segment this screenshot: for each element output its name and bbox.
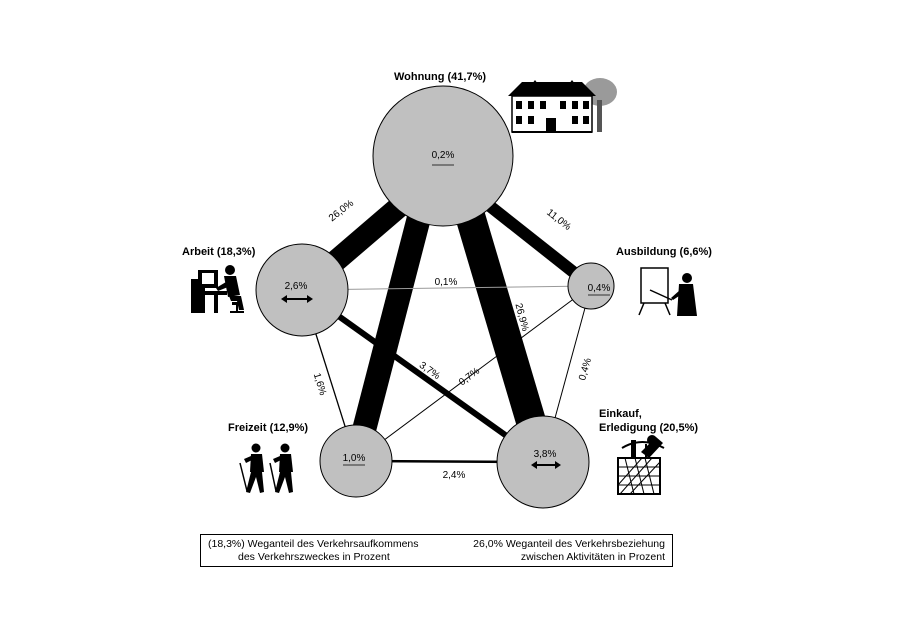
node-arbeit	[255, 243, 349, 337]
label-ausbildung: Ausbildung (6,6%)	[616, 246, 712, 258]
label-einkauf-line2: Erledigung (20,5%)	[599, 422, 698, 434]
label-einkauf-line1: Einkauf,	[599, 408, 642, 420]
inner-value-freizeit: 1,0%	[343, 453, 366, 464]
teacher-icon	[638, 267, 697, 316]
hikers-icon	[239, 443, 293, 493]
inner-value-wohnung: 0,2%	[432, 150, 455, 161]
double-arrow-icon	[531, 461, 561, 469]
edge-label-ausbildung-einkauf: 0,4%	[577, 357, 594, 382]
legend-edge-share: 26,0% Weganteil des Verkehrsbeziehung zw…	[473, 538, 665, 564]
edge-label-wohnung-ausbildung: 11,0%	[544, 207, 573, 233]
edge-label-arbeit-ausbildung: 0,1%	[435, 277, 458, 288]
node-wohnung	[372, 85, 514, 227]
node-einkauf	[496, 415, 590, 509]
edge-arbeit-ausbildung	[301, 285, 592, 291]
double-arrow-icon	[281, 295, 313, 303]
house-icon	[508, 78, 617, 133]
legend-node-share: (18,3%) Weganteil des Verkehrsaufkommens…	[208, 538, 419, 564]
inner-value-ausbildung: 0,4%	[588, 283, 611, 294]
label-freizeit: Freizeit (12,9%)	[228, 422, 308, 434]
inner-value-arbeit: 2,6%	[285, 281, 308, 292]
edge-wohnung-freizeit	[344, 171, 442, 465]
inner-values: 0,2% 2,6% 0,4% 1,0% 3,8%	[285, 150, 611, 466]
node-labels: Wohnung (41,7%) Arbeit (18,3%) Ausbildun…	[182, 71, 712, 434]
label-wohnung: Wohnung (41,7%)	[394, 71, 486, 83]
edge-label-freizeit-einkauf: 2,4%	[443, 470, 466, 481]
legend-left-line2: des Verkehrszweckes in Prozent	[238, 551, 390, 563]
office-worker-icon	[191, 265, 244, 313]
node-freizeit	[319, 424, 393, 498]
edge-label-arbeit-freizeit: 1,6%	[311, 372, 328, 397]
node-ausbildung	[567, 262, 615, 310]
edge-label-wohnung-arbeit: 26,0%	[327, 198, 356, 224]
legend-box: (18,3%) Weganteil des Verkehrsaufkommens…	[200, 534, 673, 567]
inner-value-einkauf: 3,8%	[534, 449, 557, 460]
legend-right-line1: 26,0% Weganteil des Verkehrsbeziehung	[473, 538, 665, 550]
legend-right-line2: zwischen Aktivitäten in Prozent	[520, 551, 665, 563]
edge-wohnung-einkauf	[443, 170, 558, 467]
label-arbeit: Arbeit (18,3%)	[182, 246, 256, 258]
nodes-layer	[255, 85, 615, 509]
edge-arbeit-einkauf	[300, 287, 545, 465]
edge-label-ausbildung-freizeit: 0,7%	[457, 366, 482, 389]
shopping-basket-icon	[617, 435, 665, 495]
edge-ausbildung-freizeit	[355, 285, 592, 462]
legend-left-line1: (18,3%) Weganteil des Verkehrsaufkommens	[208, 538, 419, 550]
